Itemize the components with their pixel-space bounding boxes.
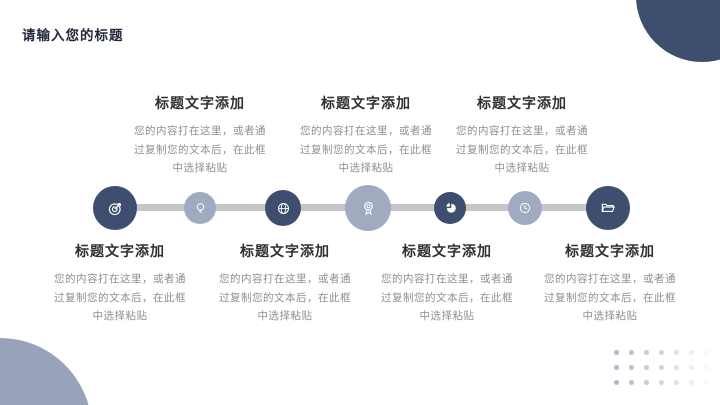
folder-icon — [600, 200, 616, 216]
timeline-node-1 — [93, 186, 137, 230]
block-body-line: 过复制您的文本后，在此框 — [456, 143, 588, 156]
block-body-line: 过复制您的文本后，在此框 — [134, 143, 266, 156]
block-body-line: 您的内容打在这里，或者通 — [300, 125, 432, 137]
block-heading: 标题文字添加 — [402, 243, 492, 259]
block-heading: 标题文字添加 — [477, 95, 567, 111]
corner-circle-bottom-left — [0, 338, 92, 405]
text-block-bottom-2: 标题文字添加 您的内容打在这里，或者通 过复制您的文本后，在此框 中选择粘贴 — [203, 241, 367, 326]
block-body-line: 过复制您的文本后，在此框 — [219, 291, 351, 304]
timeline-node-3 — [265, 190, 301, 226]
block-body-line: 您的内容打在这里，或者通 — [456, 125, 588, 137]
text-block-bottom-1: 标题文字添加 您的内容打在这里，或者通 过复制您的文本后，在此框 中选择粘贴 — [38, 241, 202, 326]
timeline-node-5 — [434, 192, 466, 224]
text-block-top-3: 标题文字添加 您的内容打在这里，或者通 过复制您的文本后，在此框 中选择粘贴 — [440, 93, 604, 178]
block-body-line: 您的内容打在这里，或者通 — [54, 273, 186, 285]
block-body-line: 过复制您的文本后，在此框 — [54, 291, 186, 304]
text-block-bottom-4: 标题文字添加 您的内容打在这里，或者通 过复制您的文本后，在此框 中选择粘贴 — [528, 241, 692, 326]
block-body-line: 中选择粘贴 — [582, 310, 638, 322]
medal-icon — [360, 200, 377, 217]
block-body-line: 中选择粘贴 — [338, 162, 394, 174]
block-body-line: 您的内容打在这里，或者通 — [219, 273, 351, 285]
corner-circle-top-right — [636, 0, 720, 62]
dot-grid-decoration — [607, 343, 713, 389]
block-heading: 标题文字添加 — [155, 95, 245, 111]
block-body-line: 中选择粘贴 — [92, 310, 148, 322]
timeline-node-6 — [508, 191, 542, 225]
block-heading: 标题文字添加 — [565, 243, 655, 259]
block-body-line: 中选择粘贴 — [494, 162, 550, 174]
lightbulb-icon — [194, 202, 207, 215]
block-heading: 标题文字添加 — [75, 243, 165, 259]
text-block-top-1: 标题文字添加 您的内容打在这里，或者通 过复制您的文本后，在此框 中选择粘贴 — [118, 93, 282, 178]
block-body-line: 您的内容打在这里，或者通 — [134, 125, 266, 137]
timeline-node-4 — [345, 185, 391, 231]
target-icon — [107, 200, 124, 217]
page-title: 请输入您的标题 — [22, 28, 124, 43]
block-body-line: 中选择粘贴 — [419, 310, 475, 322]
text-block-bottom-3: 标题文字添加 您的内容打在这里，或者通 过复制您的文本后，在此框 中选择粘贴 — [365, 241, 529, 326]
timeline-node-7 — [586, 186, 630, 230]
clock-icon — [518, 201, 532, 215]
block-body-line: 中选择粘贴 — [257, 310, 313, 322]
block-heading: 标题文字添加 — [321, 95, 411, 111]
block-body-line: 过复制您的文本后，在此框 — [544, 291, 676, 304]
pie-chart-icon — [444, 202, 457, 215]
block-body-line: 过复制您的文本后，在此框 — [381, 291, 513, 304]
block-body-line: 您的内容打在这里，或者通 — [544, 273, 676, 285]
block-body-line: 中选择粘贴 — [172, 162, 228, 174]
block-body-line: 您的内容打在这里，或者通 — [381, 273, 513, 285]
timeline-node-2 — [184, 192, 216, 224]
block-heading: 标题文字添加 — [240, 243, 330, 259]
globe-icon — [276, 201, 291, 216]
block-body-line: 过复制您的文本后，在此框 — [300, 143, 432, 156]
text-block-top-2: 标题文字添加 您的内容打在这里，或者通 过复制您的文本后，在此框 中选择粘贴 — [284, 93, 448, 178]
